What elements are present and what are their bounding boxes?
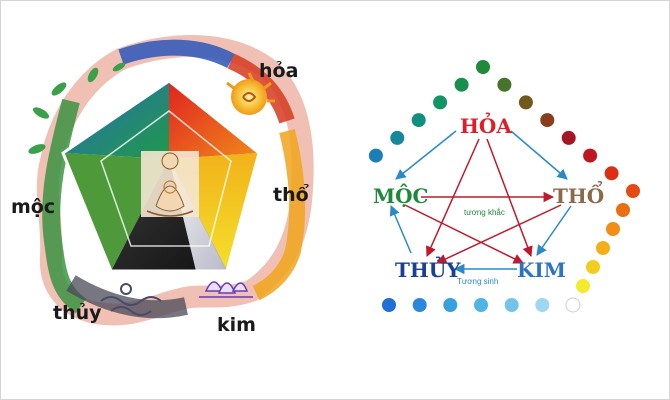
color-dot bbox=[586, 260, 600, 274]
label-tuong-khac: tương khắc bbox=[464, 208, 505, 217]
color-dot bbox=[474, 298, 488, 312]
color-dot-ring bbox=[368, 60, 640, 313]
right-pentagon-diagram: HỎA THỔ KIM THỦY MỘC tương khắc Tương si… bbox=[368, 60, 640, 313]
color-dot bbox=[433, 95, 448, 110]
label-kim-left: kim bbox=[217, 314, 256, 336]
color-dot bbox=[443, 298, 458, 312]
label-thuy-right: THỦY bbox=[395, 254, 461, 282]
lotus-icon bbox=[199, 281, 253, 298]
color-dot bbox=[565, 297, 581, 313]
arrow-hoa-to-moc-gen bbox=[395, 130, 457, 180]
color-dot bbox=[382, 298, 396, 312]
color-dot bbox=[454, 77, 469, 92]
color-dot bbox=[604, 166, 619, 181]
color-dot bbox=[583, 148, 598, 163]
arrow-tho-to-kim bbox=[536, 205, 572, 256]
color-dot bbox=[535, 298, 550, 312]
arrow-tho-to-thuy bbox=[436, 204, 562, 264]
color-dot bbox=[411, 113, 426, 128]
sun-icon bbox=[226, 72, 275, 115]
pentagon-outline bbox=[61, 79, 261, 273]
label-thuy-left: thủy bbox=[53, 302, 102, 324]
label-moc-left: mộc bbox=[11, 196, 55, 218]
yellow-band bbox=[252, 129, 306, 301]
color-dot bbox=[497, 77, 512, 92]
color-dot bbox=[476, 60, 490, 74]
left-pentagon-diagram: hỏa thổ kim thủy mộc bbox=[11, 35, 314, 336]
color-dot bbox=[616, 203, 630, 217]
color-dot bbox=[518, 95, 533, 110]
color-dot bbox=[626, 184, 640, 198]
color-dot bbox=[561, 130, 576, 145]
color-dot bbox=[606, 222, 620, 236]
arrow-hoa-to-tho bbox=[510, 130, 568, 180]
color-dot bbox=[390, 130, 405, 145]
inner-star bbox=[100, 110, 232, 247]
arrow-thuy-to-moc bbox=[389, 205, 412, 254]
water-wave-icon bbox=[100, 283, 162, 316]
color-dot bbox=[540, 113, 555, 128]
color-dot bbox=[412, 298, 427, 312]
label-tho-left: thổ bbox=[273, 183, 310, 206]
green-band bbox=[42, 98, 87, 314]
leaf-icons bbox=[28, 62, 126, 154]
label-moc-right: MỘC bbox=[373, 182, 428, 208]
color-dot bbox=[504, 298, 519, 312]
color-dot bbox=[368, 148, 383, 163]
label-tuong-sinh: Tương sinh bbox=[457, 277, 498, 286]
label-tho-right: THỔ bbox=[553, 179, 604, 208]
color-dot bbox=[576, 279, 590, 293]
gray-band bbox=[66, 275, 188, 319]
blue-band bbox=[118, 39, 235, 69]
label-hoa-right: HỎA bbox=[460, 110, 512, 138]
color-dot bbox=[596, 241, 610, 255]
label-hoa-left: hỏa bbox=[259, 60, 298, 82]
arrow-moc-to-kim bbox=[404, 204, 524, 264]
meditating-figure-icon bbox=[141, 151, 199, 217]
label-kim-right: KIM bbox=[517, 258, 566, 282]
